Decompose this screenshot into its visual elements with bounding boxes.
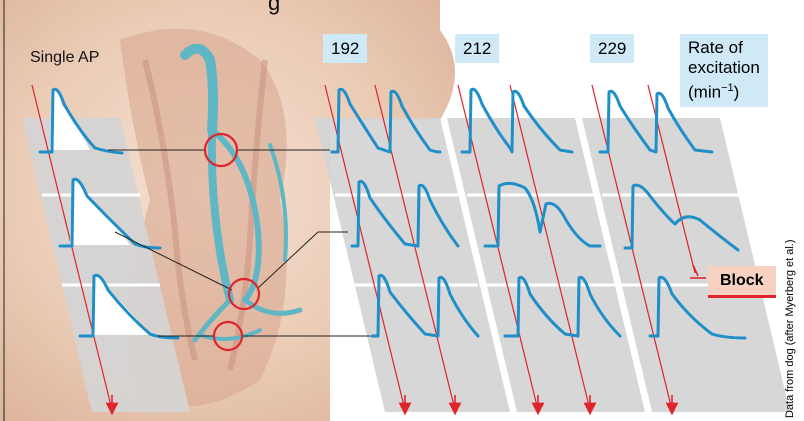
rate-caption: Rate of excitation (min−1): [680, 34, 768, 107]
rate-label-192: 192: [323, 34, 367, 63]
rate-label-229: 229: [590, 34, 634, 63]
title-fragment: g: [268, 0, 280, 16]
single-ap-label: Single AP: [30, 49, 99, 67]
rate-label-212: 212: [455, 34, 499, 63]
block-label: Block: [708, 266, 776, 298]
source-note: Data from dog (after Myerberg et al.): [784, 239, 796, 418]
rate-caption-line1: Rate of: [688, 38, 760, 58]
rate-caption-line3: (min−1): [688, 78, 760, 103]
rate-caption-line2: excitation: [688, 58, 760, 78]
